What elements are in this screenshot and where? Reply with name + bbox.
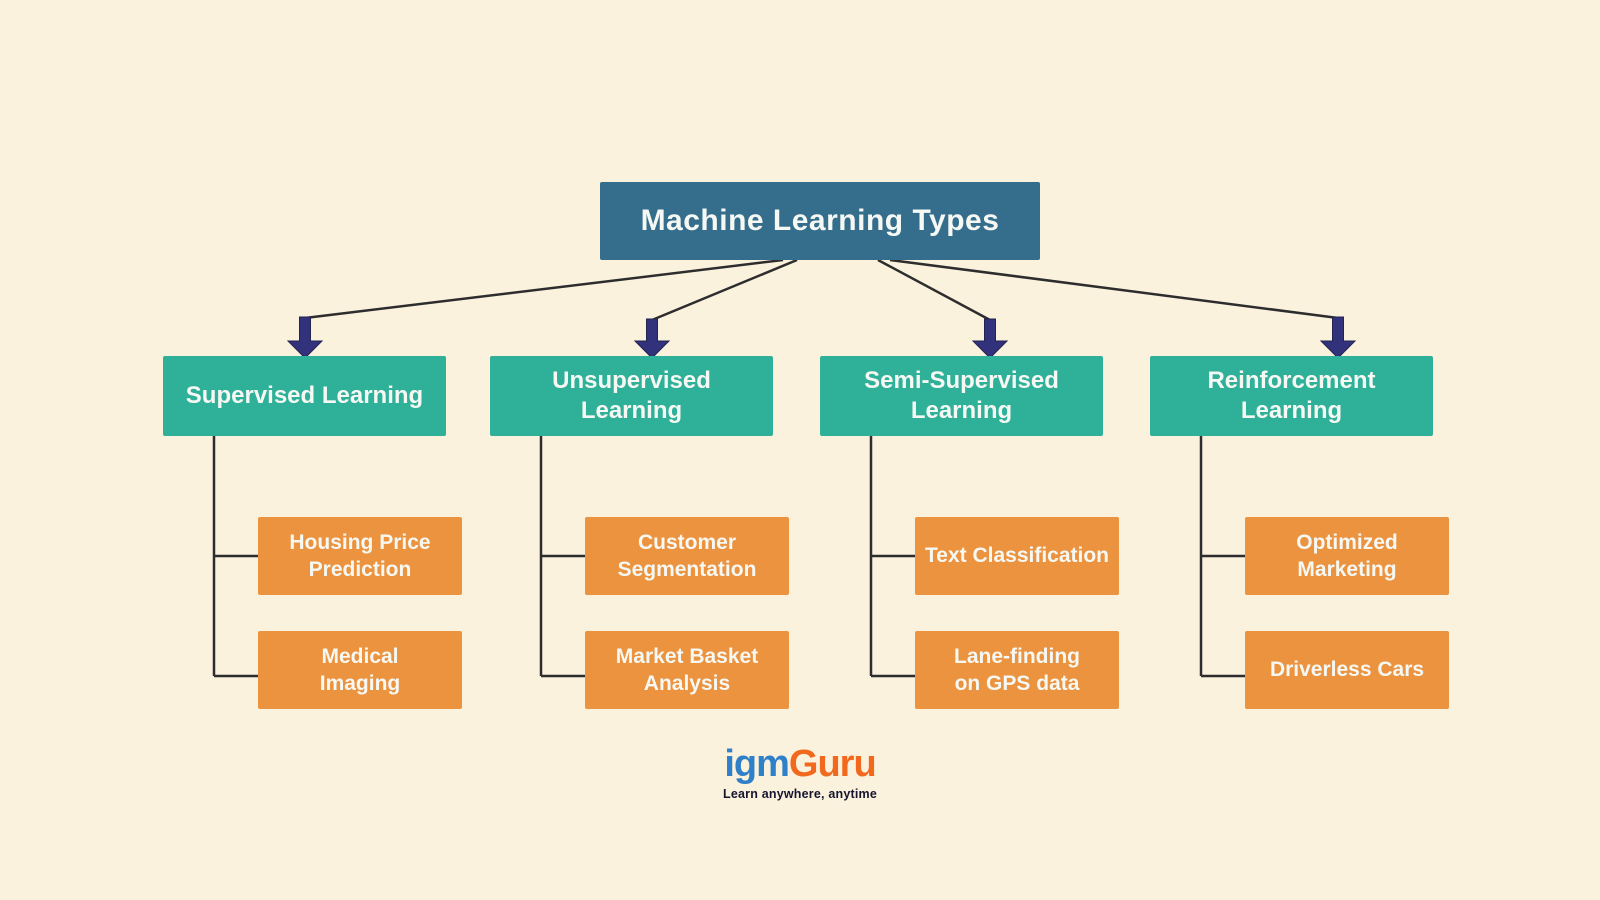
example-node-lane-finding-on-gps-data: Lane-finding on GPS data bbox=[915, 631, 1119, 709]
example-label: Customer Segmentation bbox=[617, 530, 757, 581]
brand-logo-part1: igm bbox=[724, 743, 790, 785]
root-node-machine-learning-types: Machine Learning Types bbox=[600, 182, 1040, 260]
connector-line-semi-supervised bbox=[877, 258, 991, 322]
example-label: Optimized Marketing bbox=[1296, 530, 1398, 581]
branch-connector-supervised bbox=[212, 436, 258, 678]
category-label: Supervised Learning bbox=[185, 382, 424, 409]
example-node-optimized-marketing: Optimized Marketing bbox=[1245, 517, 1449, 595]
example-label: Market Basket Analysis bbox=[615, 644, 759, 695]
category-label: Semi-Supervised Learning bbox=[864, 367, 1059, 424]
example-node-driverless-cars: Driverless Cars bbox=[1245, 631, 1449, 709]
example-node-market-basket-analysis: Market Basket Analysis bbox=[585, 631, 789, 709]
down-arrow-icon bbox=[633, 318, 671, 359]
example-label: Medical Imaging bbox=[319, 644, 401, 695]
down-arrow-icon bbox=[971, 318, 1009, 359]
example-label: Lane-finding on GPS data bbox=[954, 644, 1080, 695]
branch-connector-semi-supervised bbox=[869, 436, 915, 678]
category-label: Reinforcement Learning bbox=[1207, 367, 1376, 424]
example-node-medical-imaging: Medical Imaging bbox=[258, 631, 462, 709]
branch-connector-reinforcement bbox=[1199, 436, 1245, 678]
example-label: Driverless Cars bbox=[1269, 658, 1425, 682]
brand-logo-wordmark: igmGuru bbox=[724, 743, 877, 786]
category-node-reinforcement-learning: Reinforcement Learning bbox=[1150, 356, 1433, 436]
category-label: Unsupervised Learning bbox=[552, 367, 711, 424]
connector-line-reinforcement bbox=[889, 258, 1339, 320]
down-arrow-icon bbox=[286, 316, 324, 359]
example-label: Text Classification bbox=[925, 544, 1109, 568]
brand-logo-tagline: Learn anywhere, anytime bbox=[723, 786, 877, 801]
example-label: Housing Price Prediction bbox=[289, 530, 431, 581]
brand-logo: igmGuru Learn anywhere, anytime bbox=[0, 743, 1600, 801]
brand-logo-part2: Guru bbox=[788, 743, 877, 785]
category-node-unsupervised-learning: Unsupervised Learning bbox=[490, 356, 773, 436]
category-node-semi-supervised-learning: Semi-Supervised Learning bbox=[820, 356, 1103, 436]
example-node-text-classification: Text Classification bbox=[915, 517, 1119, 595]
branch-connector-unsupervised bbox=[539, 436, 585, 678]
category-node-supervised-learning: Supervised Learning bbox=[163, 356, 446, 436]
connector-line-unsupervised bbox=[651, 258, 798, 322]
connector-line-supervised bbox=[304, 258, 784, 320]
example-node-housing-price-prediction: Housing Price Prediction bbox=[258, 517, 462, 595]
example-node-customer-segmentation: Customer Segmentation bbox=[585, 517, 789, 595]
down-arrow-icon bbox=[1319, 316, 1357, 359]
root-node-label: Machine Learning Types bbox=[640, 204, 1000, 237]
